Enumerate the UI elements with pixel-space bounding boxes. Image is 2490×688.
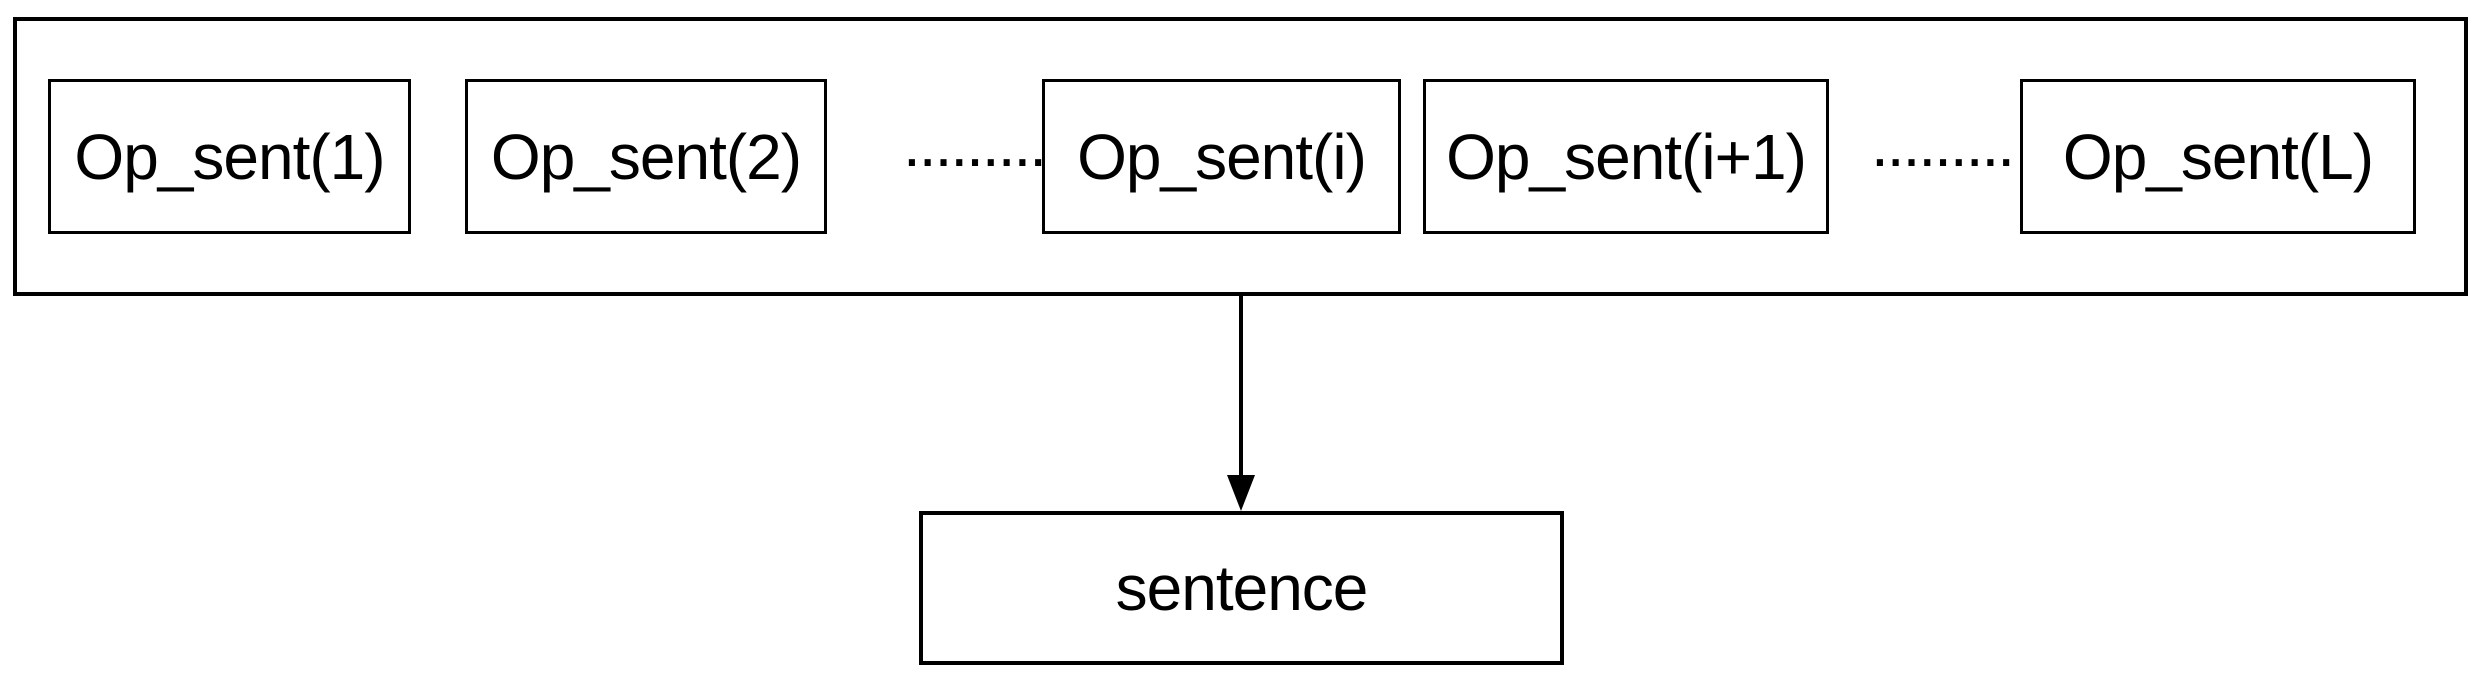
op-sent-box-2-label: Op_sent(2) (490, 120, 802, 193)
down-arrow-line (1239, 293, 1243, 479)
op-sent-box-i: Op_sent(i) (1042, 79, 1401, 234)
down-arrow-head-icon (1227, 475, 1255, 511)
ellipsis-dots-1: ......... (903, 108, 1047, 180)
ellipsis-dots-2: ......... (1871, 108, 2015, 180)
op-sent-box-i-plus-1: Op_sent(i+1) (1423, 79, 1829, 234)
op-sent-box-1: Op_sent(1) (48, 79, 411, 234)
op-sent-box-2: Op_sent(2) (465, 79, 827, 234)
sentence-box-label: sentence (1115, 552, 1369, 624)
op-sent-box-L-label: Op_sent(L) (2062, 120, 2374, 193)
op-sent-box-1-label: Op_sent(1) (74, 120, 385, 193)
op-sent-box-i-label: Op_sent(i) (1077, 120, 1367, 193)
sentence-box: sentence (919, 511, 1564, 665)
op-sent-box-L: Op_sent(L) (2020, 79, 2416, 234)
op-sent-box-i-plus-1-label: Op_sent(i+1) (1446, 120, 1807, 193)
